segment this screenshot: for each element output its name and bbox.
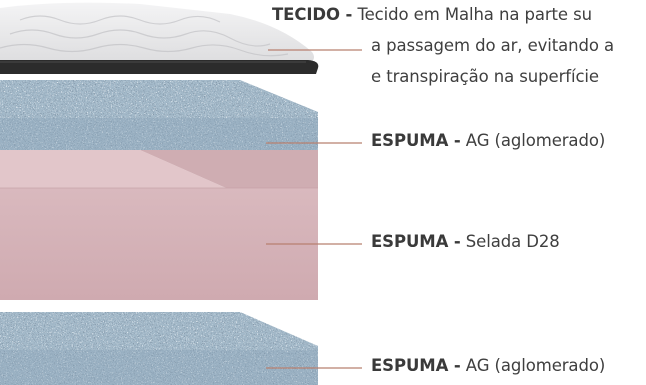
label-espuma-selada: ESPUMA - Selada D28 [371, 232, 560, 251]
foam-ag-top-layer [0, 80, 318, 150]
label-tecido-desc: Tecido em Malha na parte su [357, 5, 592, 24]
label-espuma-selada-term: ESPUMA - [371, 232, 461, 251]
label-espuma-ag-bottom: ESPUMA - AG (aglomerado) [371, 356, 605, 375]
label-espuma-selada-desc: Selada D28 [465, 232, 560, 251]
label-tecido-line-3: e transpiração na superfície [371, 67, 599, 86]
label-espuma-ag-top-desc: AG (aglomerado) [465, 131, 606, 150]
label-espuma-ag-bottom-desc: AG (aglomerado) [465, 356, 606, 375]
label-tecido-line-2: a passagem do ar, evitando a [371, 36, 615, 55]
leader-lines [266, 49, 362, 369]
foam-selada-layer [0, 150, 318, 300]
label-espuma-ag-top: ESPUMA - AG (aglomerado) [371, 131, 605, 150]
label-espuma-ag-top-term: ESPUMA - [371, 131, 461, 150]
foam-ag-bottom-layer [0, 312, 318, 385]
label-tecido: TECIDO - Tecido em Malha na parte su [272, 5, 592, 24]
label-tecido-term: TECIDO - [272, 5, 353, 24]
label-espuma-ag-bottom-term: ESPUMA - [371, 356, 461, 375]
fabric-layer [0, 2, 319, 74]
